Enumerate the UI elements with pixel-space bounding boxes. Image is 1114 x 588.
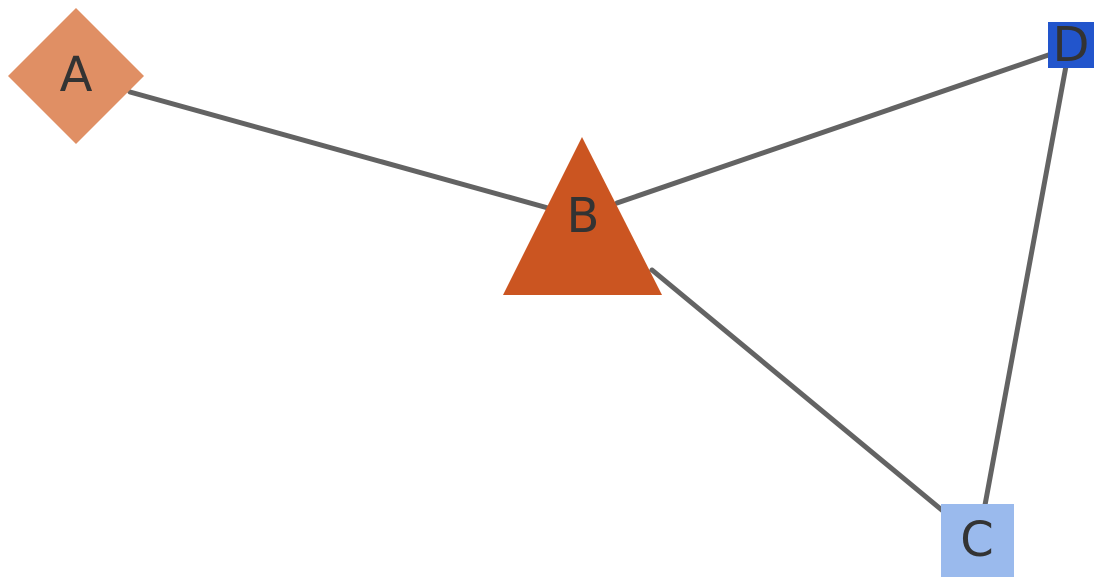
edge-b-d [614, 47, 1066, 206]
edge-d-c [982, 63, 1069, 508]
edge-a-b [127, 89, 551, 211]
node-d-label: D [1053, 17, 1090, 73]
node-d[interactable]: D [1048, 17, 1094, 73]
node-b[interactable]: B [503, 137, 662, 295]
node-b-label: B [567, 188, 600, 244]
node-b-triangle [503, 137, 662, 295]
node-c-square [941, 504, 1014, 577]
edge-b-c [649, 267, 946, 514]
node-a[interactable]: A [8, 8, 144, 144]
node-a-label: A [60, 47, 93, 103]
node-d-square [1048, 22, 1094, 68]
node-c-label: C [960, 512, 994, 568]
node-a-diamond [8, 8, 144, 144]
node-c[interactable]: C [941, 504, 1014, 577]
